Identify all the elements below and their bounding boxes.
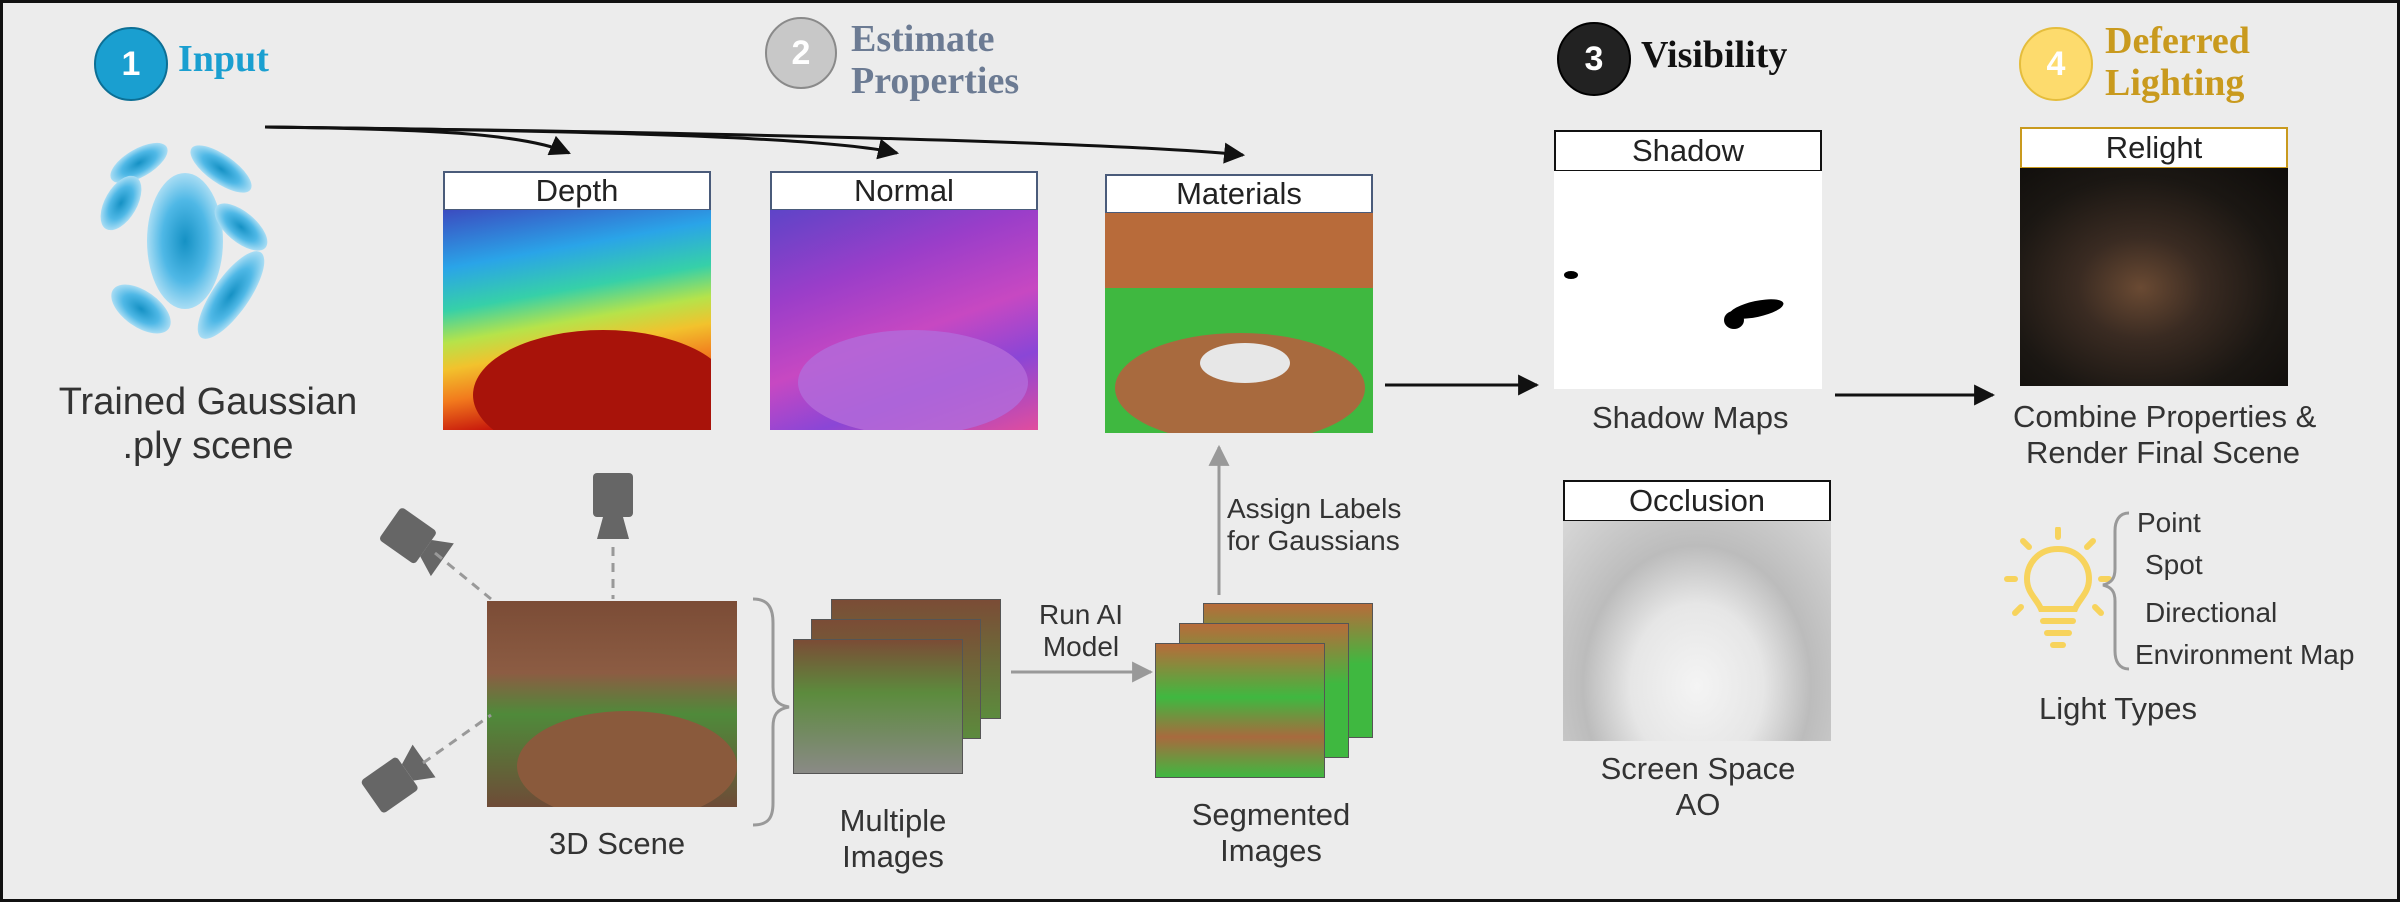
camera-left-top-ray: [434, 551, 492, 601]
stage-4-title-line1: Deferred: [2105, 20, 2250, 62]
normal-label: Normal: [770, 171, 1038, 211]
assign-labels-line2: for Gaussians: [1227, 525, 1400, 557]
camera-left-bottom-glyph: [361, 744, 436, 813]
stage-2-title-line2: Properties: [851, 59, 1020, 102]
ao-map-image: [1563, 521, 1831, 741]
splat-bottom-right: [197, 251, 265, 339]
ao-caption-line1: Screen Space: [1600, 751, 1796, 786]
stage-3-badge: 3: [1557, 22, 1631, 96]
materials-map-base: [1200, 343, 1290, 383]
lightbulb-icon: [2004, 527, 2112, 648]
relight-caption-line2: Render Final Scene: [2026, 434, 2300, 470]
splat-top-left: [110, 142, 168, 184]
materials-map-image: [1105, 213, 1373, 433]
run-ai-line2: Model: [1042, 631, 1120, 663]
gaussian-splat-icon: [100, 142, 268, 339]
stage-1-number: 1: [121, 45, 141, 83]
stage-2-badge: 2: [765, 17, 837, 89]
ao-caption: Screen Space AO: [1583, 751, 1813, 822]
light-types-caption: Light Types: [2039, 691, 2197, 726]
relight-image: [2020, 168, 2288, 386]
splat-left: [100, 175, 142, 231]
input-caption-line1: Trained Gaussian: [58, 381, 358, 423]
stage-4-number: 4: [2046, 45, 2066, 83]
assign-labels-label: Assign Labels for Gaussians: [1227, 493, 1401, 557]
normal-map-ground: [798, 330, 1028, 430]
segmented-caption: Segmented Images: [1171, 797, 1371, 868]
multiple-images-line2: Images: [842, 838, 944, 874]
ao-caption-line2: AO: [1675, 786, 1721, 822]
run-ai-label: Run AI Model: [1021, 599, 1141, 663]
multiple-images-caption: Multiple Images: [793, 803, 993, 874]
scene-deck: [517, 711, 737, 807]
light-type-directional: Directional: [2145, 597, 2278, 628]
stage-1-badge: 1: [94, 27, 168, 101]
connectors: [264, 125, 2130, 827]
materials-map-wall: [1105, 213, 1373, 288]
camera-left-top-icon: [380, 508, 454, 577]
light-type-environment-map: Environment Map: [2135, 639, 2355, 670]
light-type-spot: Spot: [2145, 549, 2203, 580]
lightbulb-glyph: [2004, 527, 2112, 648]
stage-4-title-line2: Lighting: [2105, 61, 2245, 104]
stage-1-title: Input: [178, 38, 269, 80]
splat-right: [214, 203, 268, 251]
shadow-blob-2: [1724, 311, 1744, 329]
camera-left-top-glyph: [380, 508, 454, 577]
normal-map-image: [770, 210, 1038, 430]
light-types-brace: [2102, 511, 2130, 671]
occlusion-label: Occlusion: [1563, 480, 1831, 522]
scene-image: [487, 601, 737, 807]
run-ai-line1: Run AI: [1038, 599, 1124, 630]
stage-4-title: Deferred Lighting: [2105, 20, 2250, 105]
shadow-maps-caption: Shadow Maps: [1592, 400, 1789, 435]
splat-bottom-left: [111, 284, 171, 334]
relight-caption-line1: Combine Properties &: [2013, 399, 2317, 434]
camera-top-icon: [593, 473, 633, 539]
stage-4-badge: 4: [2019, 27, 2093, 101]
camera-top-lens: [597, 517, 629, 539]
camera-left-bottom-ray: [422, 713, 492, 765]
segmented-line1: Segmented: [1191, 797, 1351, 832]
arrow-input-to-materials: [264, 125, 1246, 164]
stage-2-number: 2: [791, 34, 811, 72]
input-caption-line2: .ply scene: [122, 424, 294, 467]
scene-brace: [752, 597, 790, 827]
materials-label: Materials: [1105, 174, 1373, 214]
shadow-map-image: [1554, 171, 1822, 389]
stage-3-title: Visibility: [1641, 34, 1788, 76]
stage-3-number: 3: [1584, 40, 1604, 78]
splat-center: [147, 173, 223, 309]
depth-map-image: [443, 210, 711, 430]
scene-caption: 3D Scene: [549, 826, 686, 861]
assign-labels-line1: Assign Labels: [1227, 493, 1402, 524]
input-caption: Trained Gaussian .ply scene: [53, 381, 363, 468]
camera-top-body: [593, 473, 633, 517]
stage-2-title: Estimate Properties: [851, 18, 1020, 103]
camera-left-bottom-icon: [361, 744, 436, 813]
segmented-image-front: [1155, 643, 1325, 778]
light-type-point: Point: [2137, 507, 2201, 538]
segmented-line2: Images: [1220, 832, 1322, 868]
stage-2-title-line1: Estimate: [851, 18, 995, 60]
relight-caption: Combine Properties & Render Final Scene: [2013, 399, 2317, 470]
shadow-blob-3: [1564, 271, 1578, 279]
multiple-image-front: [793, 639, 963, 774]
multiple-images-line1: Multiple: [839, 803, 947, 838]
splat-top-right: [190, 145, 252, 193]
shadow-label: Shadow: [1554, 130, 1822, 172]
